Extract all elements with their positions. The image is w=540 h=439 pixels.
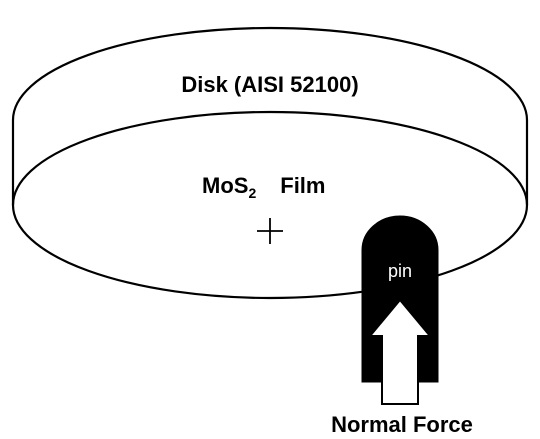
normal-force-arrow-icon [367,298,433,405]
film-label-word: Film [280,173,325,198]
pin-label: pin [388,261,412,281]
disk-label: Disk (AISI 52100) [181,72,358,97]
normal-force-label: Normal Force [331,412,473,437]
film-label: MoS2 Film [202,173,325,201]
disk-top-surface [11,110,529,300]
center-cross-icon [257,218,283,244]
film-label-subscript: 2 [248,185,256,201]
disk [11,26,529,300]
disk-side-wall [11,26,529,205]
film-label-mos: MoS [202,173,248,198]
